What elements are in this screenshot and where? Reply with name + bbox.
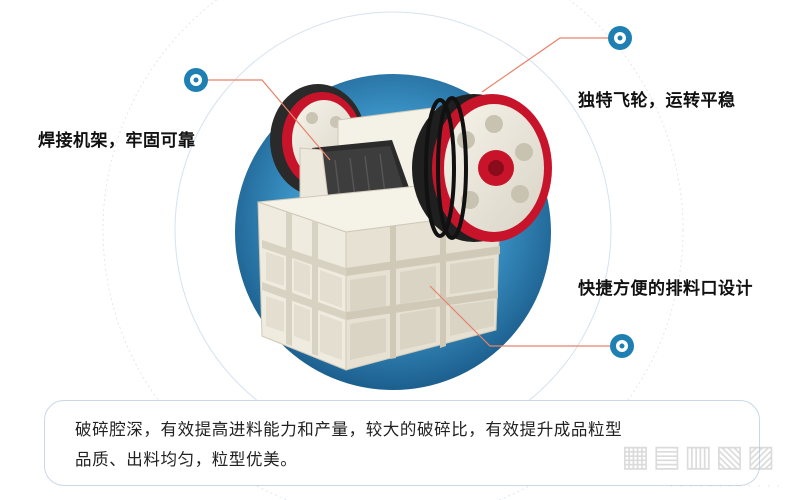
watermark-subtext: · · · · · · · · · · · · bbox=[670, 482, 782, 492]
callout-dot-frame bbox=[184, 68, 208, 92]
callout-flywheel: 独特飞轮，运转平稳 bbox=[578, 91, 736, 111]
jaw-crusher-machine bbox=[257, 84, 552, 371]
description-box: 破碎腔深，有效提高进料能力和产量，较大的破碎比，有效提升成品粒型 品质、出料均匀… bbox=[44, 400, 760, 486]
watermark-logo: ▦▤▥▧▨ bbox=[621, 439, 778, 474]
callout-discharge: 快捷方便的排料口设计 bbox=[578, 279, 753, 299]
outer-ring bbox=[102, 0, 684, 500]
callout-dot-flywheel bbox=[608, 26, 632, 50]
leader-frame bbox=[196, 79, 331, 161]
leader-flywheel bbox=[481, 37, 620, 93]
description-line-1: 破碎腔深，有效提高进料能力和产量，较大的破碎比，有效提升成品粒型 bbox=[75, 420, 623, 439]
description-line-2: 品质、出料均匀，粒型优美。 bbox=[75, 450, 298, 469]
callout-dot-discharge bbox=[610, 334, 634, 358]
leader-discharge bbox=[429, 285, 622, 347]
callout-frame: 焊接机架，牢固可靠 bbox=[38, 131, 196, 151]
leader-lines bbox=[196, 37, 622, 347]
